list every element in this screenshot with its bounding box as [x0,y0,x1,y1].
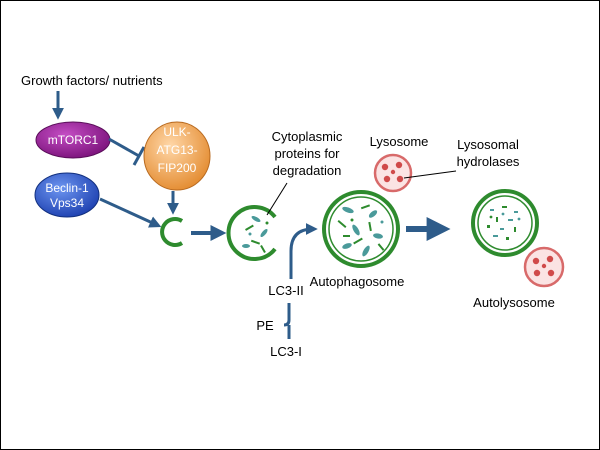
hydrolases-pointer-line [403,170,457,179]
pe-conjugation-line [283,303,291,327]
ulk-label-line2: ATG13- [156,143,197,157]
hydrolases-label-line1: Lysosomal [457,137,519,152]
ulk-label-line3: FIP200 [158,161,197,175]
lc3ii-label: LC3-II [268,283,303,298]
beclin-vps34-node: Beclin-1 Vps34 [34,172,100,218]
beclin-label-line1: Beclin-1 [45,181,89,195]
fused-lysosome [523,246,565,288]
mtorc1-label: mTORC1 [48,133,99,147]
inhibition-bar [132,146,146,166]
cytoplasmic-label-line1: Cytoplasmic [272,129,343,144]
autophagosome [322,190,400,268]
cytoplasmic-pointer-line [266,182,288,216]
phagophore-crescent [160,217,184,247]
ulk-label-line1: ULK- [163,125,190,139]
ulk-complex-node: ULK- ATG13- FIP200 [143,121,211,191]
lc3i-label: LC3-I [270,344,302,359]
mtorc1-inhibition-line [108,137,140,158]
beclin-to-phagophore-arrow [99,197,162,228]
expanding-phagophore [226,205,277,261]
cytoplasmic-label-line2: proteins for [274,146,340,161]
mtorc1-node: mTORC1 [35,121,111,159]
autolysosome-label: Autolysosome [473,295,555,310]
autolysosome [471,189,539,257]
lysosome [373,153,413,193]
growth-factors-label: Growth factors/ nutrients [21,73,163,88]
autophagosome-label: Autophagosome [310,274,405,289]
cytoplasmic-label-line3: degradation [273,163,342,178]
lysosome-label: Lysosome [370,134,429,149]
lc3ii-to-autophagosome-arrow [289,223,318,279]
hydrolases-label-line2: hydrolases [457,154,520,169]
beclin-label-line2: Vps34 [50,196,84,210]
pe-label: PE [256,318,274,333]
